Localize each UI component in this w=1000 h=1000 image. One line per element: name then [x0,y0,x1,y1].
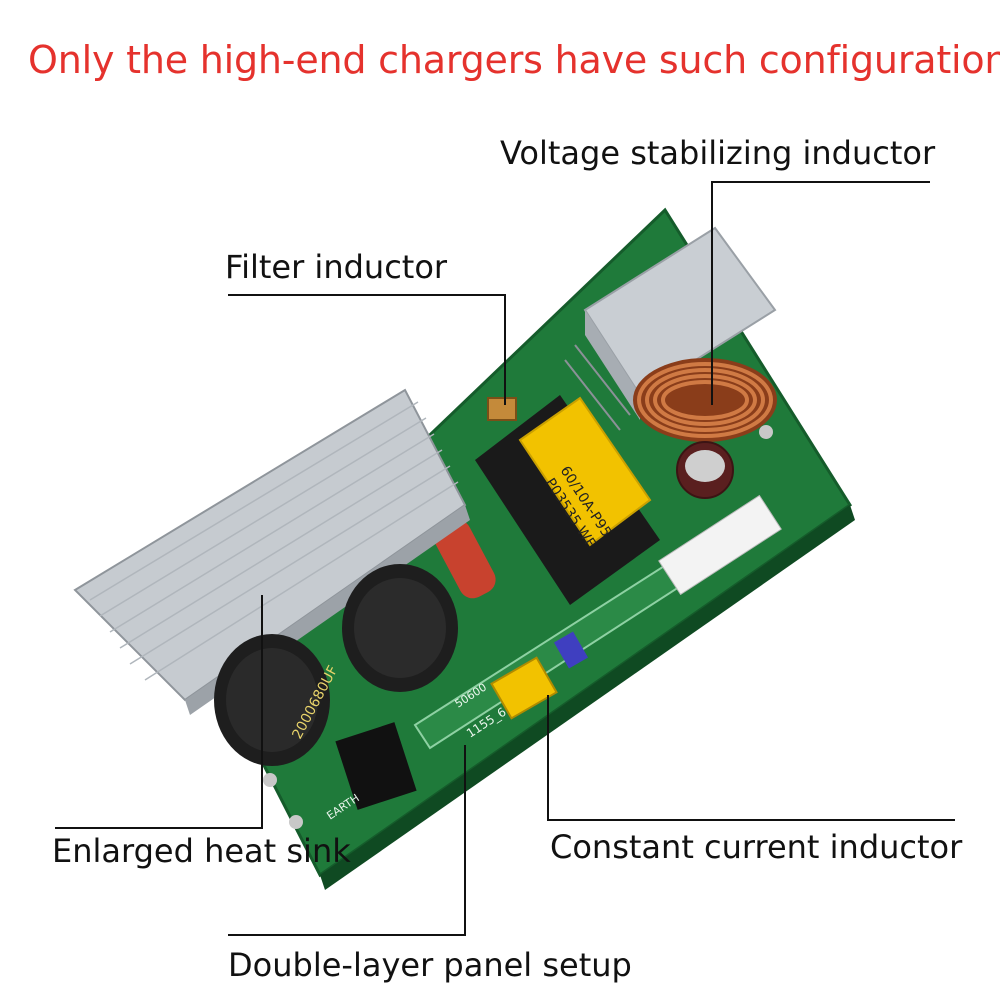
voltage-inductor-coil [633,358,777,442]
bulk-capacitors: 2000680UF [214,564,458,766]
label-filter-inductor: Filter inductor [225,248,448,286]
page-headline: Only the high-end chargers have such con… [28,38,1000,82]
callout-filter-inductor [228,294,506,405]
callout-double-layer [228,745,466,936]
callout-voltage-inductor [711,181,930,405]
callout-constant-current [547,695,955,821]
label-voltage-inductor: Voltage stabilizing inductor [500,134,936,172]
label-double-layer: Double-layer panel setup [228,946,632,984]
label-heat-sink: Enlarged heat sink [52,832,351,870]
red-film-capacitor [434,519,496,599]
callout-lines [55,181,955,936]
pcb-edge-shadow [320,505,855,890]
transformer: 60/10A-P95 P03535 WF [475,395,660,605]
label-constant-current: Constant current inductor [550,828,963,866]
common-mode-choke [335,722,417,810]
callout-heat-sink [55,595,263,829]
filter-inductor-part [487,397,517,421]
white-connector [658,494,782,596]
constant-current-inductor-part [490,656,558,720]
upper-heatsink [583,226,777,397]
